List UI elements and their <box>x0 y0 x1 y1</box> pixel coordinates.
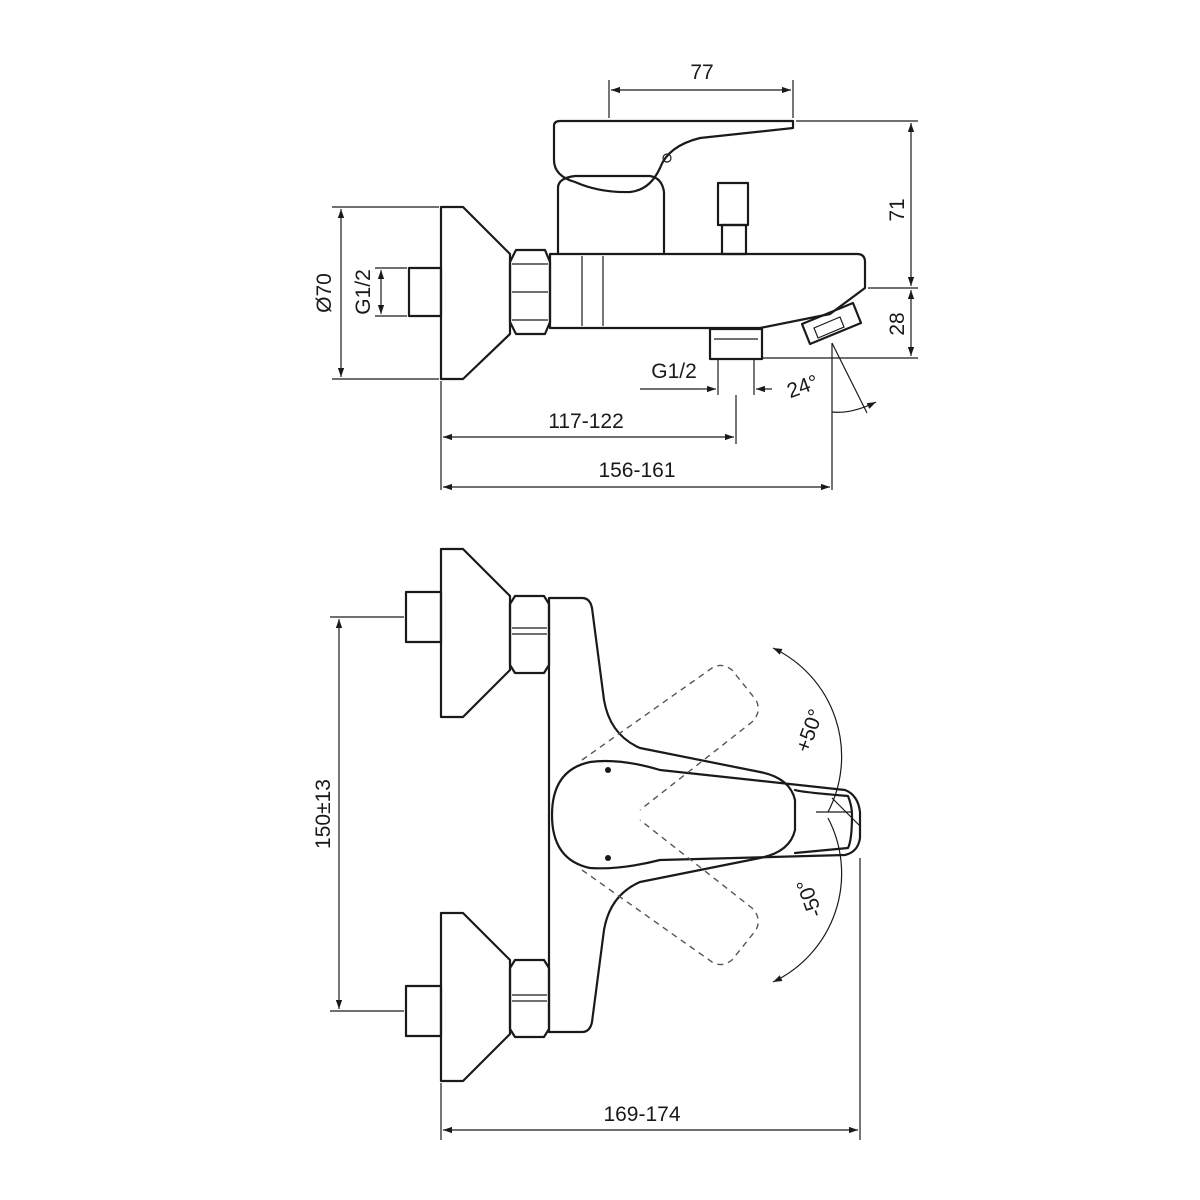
wall-thread-label: G1/2 <box>352 269 375 315</box>
upper-inlet <box>404 590 443 644</box>
wall-flange <box>439 205 512 381</box>
spout-angle-label: 24° <box>784 371 822 403</box>
side-view: 77 71 28 Ø70 G1/2 G1/2 24° <box>313 61 918 491</box>
rotation-plus-label: +50° <box>792 706 829 755</box>
lever-position-plus <box>581 664 759 811</box>
hex-nut <box>508 248 552 336</box>
lever-top <box>550 759 862 870</box>
mixer-body <box>548 252 867 330</box>
spout-nozzle <box>800 301 863 346</box>
outlet-thread-label: G1/2 <box>651 360 697 383</box>
center-distance-label: 150±13 <box>312 779 335 849</box>
wall-inlet <box>407 266 443 318</box>
total-depth-label: 169-174 <box>603 1103 680 1126</box>
flange-diameter-label: Ø70 <box>313 273 336 313</box>
handle-length-label: 77 <box>690 61 713 84</box>
mixer-body-top <box>547 596 797 1034</box>
top-view: +50° -50° 150±13 169-174 <box>312 547 862 1140</box>
upper-flange <box>439 547 512 719</box>
lever-handle <box>552 119 795 194</box>
lever-top-inner <box>793 788 854 855</box>
diverter-stem <box>720 223 748 256</box>
rotation-minus-label: -50° <box>792 876 827 920</box>
lever-position-minus <box>581 819 759 966</box>
spout-offset-label: 28 <box>886 312 909 335</box>
outlet-projection-label: 117-122 <box>548 410 624 433</box>
lower-flange <box>439 911 512 1083</box>
upper-hex-nut <box>508 594 551 675</box>
diverter-knob <box>716 181 750 227</box>
height-label: 71 <box>886 198 909 221</box>
total-projection-label: 156-161 <box>598 459 675 482</box>
lower-inlet <box>404 984 443 1038</box>
bottom-outlet <box>708 327 764 361</box>
lever-housing <box>556 174 666 256</box>
lower-hex-nut <box>508 958 551 1039</box>
